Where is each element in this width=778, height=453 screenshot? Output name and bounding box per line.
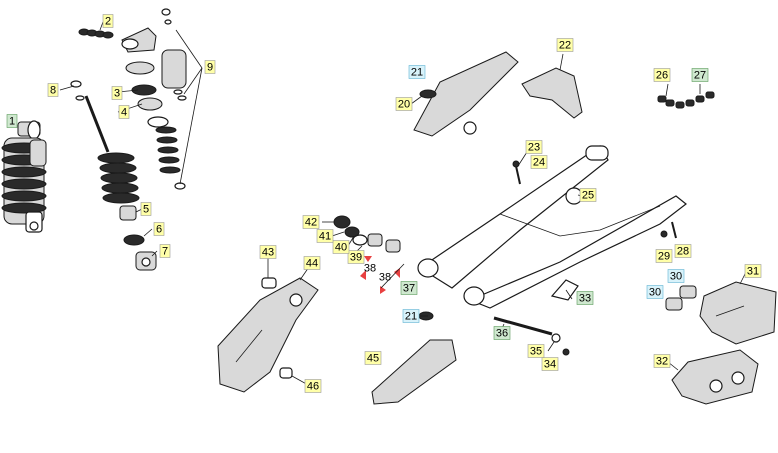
callout-label: 2 bbox=[105, 16, 111, 28]
callout-part-21[interactable]: 21 bbox=[408, 65, 426, 79]
callout-part-31[interactable]: 31 bbox=[744, 264, 762, 278]
callout-label: 42 bbox=[305, 217, 317, 229]
callout-part-6[interactable]: 6 bbox=[153, 222, 165, 236]
callout-part-29[interactable]: 29 bbox=[655, 249, 673, 263]
callout-label: 7 bbox=[162, 246, 168, 258]
callout-part-35[interactable]: 35 bbox=[527, 344, 545, 358]
callout-label: 30 bbox=[649, 287, 661, 299]
callout-label: 32 bbox=[656, 356, 668, 368]
callout-part-30[interactable]: 30 bbox=[646, 285, 664, 299]
upper-chain-guide-drawing bbox=[413, 51, 519, 137]
bracket-33-drawing bbox=[550, 279, 579, 301]
callout-part-24[interactable]: 24 bbox=[530, 155, 548, 169]
callout-part-7[interactable]: 7 bbox=[159, 244, 171, 258]
slider-block-drawing bbox=[665, 281, 777, 345]
callout-part-38[interactable]: 38 bbox=[362, 262, 378, 275]
callout-part-32[interactable]: 32 bbox=[653, 354, 671, 368]
callout-part-4[interactable]: 4 bbox=[118, 105, 130, 119]
callout-part-36[interactable]: 36 bbox=[493, 326, 511, 340]
callout-label: 1 bbox=[9, 116, 15, 128]
callout-label: 43 bbox=[262, 247, 274, 259]
callout-part-22[interactable]: 22 bbox=[556, 38, 574, 52]
callout-part-45[interactable]: 45 bbox=[364, 351, 382, 365]
callout-part-34[interactable]: 34 bbox=[541, 357, 559, 371]
callout-part-40[interactable]: 40 bbox=[332, 240, 350, 254]
callout-label: 27 bbox=[694, 70, 706, 82]
callout-part-23[interactable]: 23 bbox=[525, 140, 543, 154]
chain-slider-drawing bbox=[217, 277, 319, 393]
callout-label: 36 bbox=[496, 328, 508, 340]
callout-label: 45 bbox=[367, 353, 379, 365]
callout-part-27[interactable]: 27 bbox=[691, 68, 709, 82]
callout-label: 24 bbox=[533, 157, 545, 169]
spring-and-rod-drawing bbox=[70, 8, 187, 271]
callout-label: 21 bbox=[411, 67, 423, 79]
swingarm-drawing bbox=[417, 145, 687, 309]
callout-label: 30 bbox=[670, 271, 682, 283]
callout-part-5[interactable]: 5 bbox=[140, 202, 152, 216]
callout-part-20[interactable]: 20 bbox=[395, 97, 413, 111]
callout-label: 33 bbox=[579, 293, 591, 305]
callout-part-1[interactable]: 1 bbox=[6, 114, 18, 128]
callout-part-41[interactable]: 41 bbox=[316, 229, 334, 243]
callout-part-26[interactable]: 26 bbox=[653, 68, 671, 82]
callout-part-33[interactable]: 33 bbox=[576, 291, 594, 305]
callout-part-2[interactable]: 2 bbox=[102, 14, 114, 28]
callout-label: 37 bbox=[403, 283, 415, 295]
callout-label: 21 bbox=[405, 311, 417, 323]
callout-label: 31 bbox=[747, 266, 759, 278]
callout-label: 5 bbox=[143, 204, 149, 216]
shock-absorber-drawing bbox=[1, 120, 47, 233]
callout-label: 44 bbox=[306, 258, 318, 270]
callout-label: 3 bbox=[114, 88, 120, 100]
callout-label: 29 bbox=[658, 251, 670, 263]
callout-label: 39 bbox=[350, 252, 362, 264]
lower-chain-guide-drawing bbox=[671, 349, 759, 405]
callout-part-39[interactable]: 39 bbox=[347, 250, 365, 264]
callout-part-38[interactable]: 38 bbox=[377, 271, 393, 284]
callout-part-9[interactable]: 9 bbox=[204, 60, 216, 74]
callout-label: 20 bbox=[398, 99, 410, 111]
callout-label: 6 bbox=[156, 224, 162, 236]
callout-label: 22 bbox=[559, 40, 571, 52]
callout-part-44[interactable]: 44 bbox=[303, 256, 321, 270]
callout-label: 8 bbox=[50, 85, 56, 97]
callout-label: 9 bbox=[207, 62, 213, 74]
callout-label: 4 bbox=[121, 107, 127, 119]
swingarm-slider-drawing bbox=[371, 311, 457, 405]
chain-links-drawing bbox=[657, 91, 715, 109]
callout-label: 23 bbox=[528, 142, 540, 154]
callout-part-46[interactable]: 46 bbox=[304, 379, 322, 393]
callout-label: 46 bbox=[307, 381, 319, 393]
callout-label: 26 bbox=[656, 70, 668, 82]
callout-label: 35 bbox=[530, 346, 542, 358]
callout-part-43[interactable]: 43 bbox=[259, 245, 277, 259]
callout-label: 34 bbox=[544, 359, 556, 371]
callout-label: 41 bbox=[319, 231, 331, 243]
callout-label: 28 bbox=[677, 246, 689, 258]
callout-label: 40 bbox=[335, 242, 347, 254]
callout-part-28[interactable]: 28 bbox=[674, 244, 692, 258]
callout-part-37[interactable]: 37 bbox=[400, 281, 418, 295]
callout-part-25[interactable]: 25 bbox=[579, 188, 597, 202]
callout-part-30[interactable]: 30 bbox=[667, 269, 685, 283]
callout-label: 38 bbox=[379, 272, 391, 284]
callout-part-42[interactable]: 42 bbox=[302, 215, 320, 229]
axle-drawing bbox=[493, 316, 570, 356]
callout-label: 38 bbox=[364, 263, 376, 275]
callout-part-21[interactable]: 21 bbox=[402, 309, 420, 323]
callout-label: 25 bbox=[582, 190, 594, 202]
small-bolts-drawing bbox=[512, 160, 677, 239]
callout-part-8[interactable]: 8 bbox=[47, 83, 59, 97]
chain-guard-drawing bbox=[521, 67, 583, 119]
callout-part-3[interactable]: 3 bbox=[111, 86, 123, 100]
